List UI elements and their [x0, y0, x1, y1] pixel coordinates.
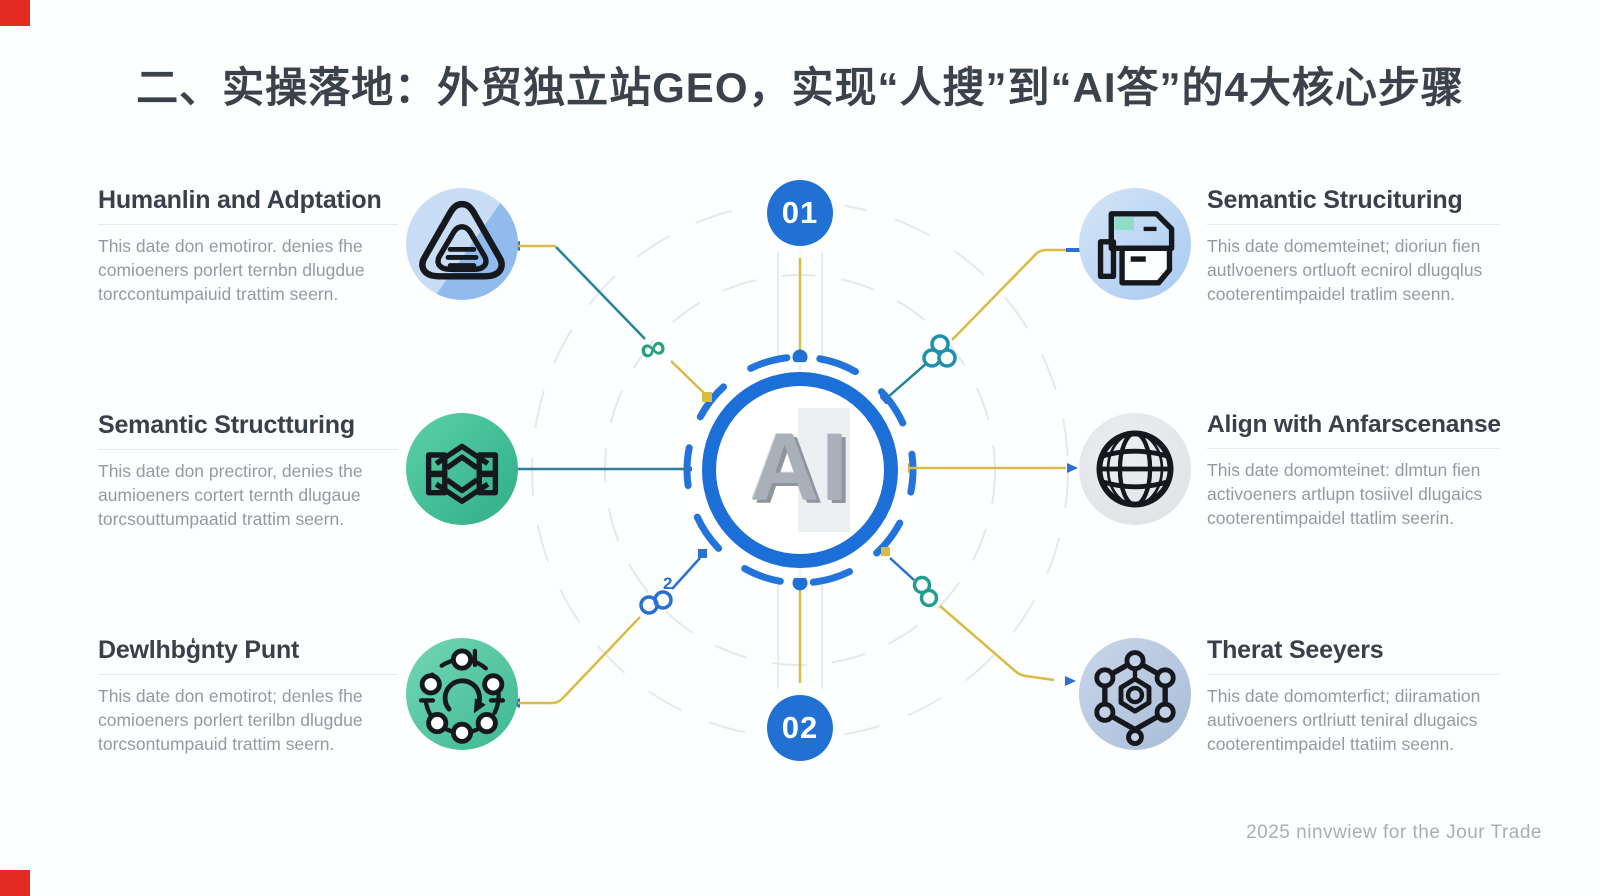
page-title: 二、实操落地：外贸独立站GEO，实现“人搜”到“AI答”的4大核心步骤: [136, 64, 1464, 111]
item-title: Align with Anfarscenanse: [1207, 411, 1501, 449]
item-title: Semantic Structturing: [98, 411, 398, 450]
item-block: Semantic Strucituring This date domemtei…: [1207, 186, 1499, 306]
item-block: Align with Anfarscenanse This date domom…: [1207, 411, 1501, 530]
printer-document-icon: [1079, 188, 1191, 300]
item-body: This date domomteinet: dlmtun fien activ…: [1207, 460, 1483, 529]
item-block: Semantic Structturing This date don prec…: [98, 411, 398, 531]
item-body: This date domomterfict; diiramation auti…: [1207, 686, 1481, 755]
item-body: This date don emotiror. denies fhe comio…: [98, 236, 365, 305]
ai-hub-label: AI: [750, 414, 850, 521]
team-network-icon: [406, 638, 518, 750]
item-title: Therat Seeyers: [1207, 636, 1499, 675]
globe-icon: [1079, 413, 1191, 525]
item-body: This date don prectiror, denies the aumi…: [98, 461, 363, 530]
red-corner-mark-bottom: [0, 870, 30, 896]
item-title: Humanlin and Adptation: [98, 186, 398, 225]
item-title: Semantic Strucituring: [1207, 186, 1499, 225]
hub-watermark-square: [798, 408, 850, 532]
triangle-menu-icon: [406, 188, 518, 300]
item-block: Therat Seeyers This date domomterfict; d…: [1207, 636, 1499, 756]
item-body: This date domemteinet; dioriun fien autl…: [1207, 236, 1483, 305]
molecule-network-icon: [1079, 638, 1191, 750]
svg-text:2: 2: [663, 574, 672, 593]
item-title: Dewlhbģnty Punt: [98, 636, 398, 675]
red-corner-mark-top: [0, 0, 30, 26]
item-body: This date don emotirot; denles fhe comio…: [98, 686, 363, 755]
stacked-chevrons-icon: [406, 413, 518, 525]
item-block: Dewlhbģnty Punt This date don emotirot; …: [98, 636, 398, 756]
step-badge-01: 01: [767, 180, 833, 246]
item-block: Humanlin and Adptation This date don emo…: [98, 186, 398, 306]
step-badge-02: 02: [767, 695, 833, 761]
footer-note: 2025 ninvwiew for the Jour Trade: [1246, 822, 1542, 843]
svg-text:∞: ∞: [635, 325, 670, 371]
